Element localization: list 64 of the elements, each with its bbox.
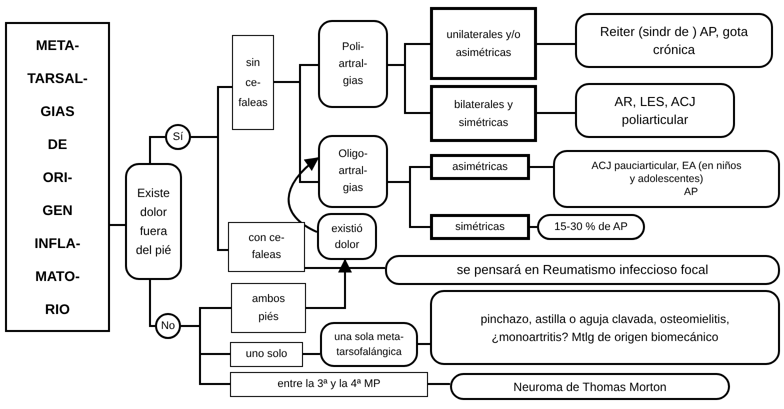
process-box — [430, 7, 537, 80]
connector-line — [388, 64, 430, 114]
process-box — [430, 85, 537, 142]
node-text: bilaterales y simétricas — [453, 98, 514, 130]
arrow — [288, 157, 320, 233]
arrow — [306, 258, 352, 309]
rounded-box — [450, 373, 730, 400]
rounded-box — [430, 290, 780, 365]
rounded-box — [537, 214, 645, 240]
node-text: con ce- faleas — [247, 231, 286, 263]
node-text: simétricas — [455, 220, 505, 235]
connector-line — [303, 353, 320, 355]
rounded-box — [575, 83, 735, 138]
connector-line — [191, 136, 228, 251]
process-box — [231, 283, 306, 333]
connector-line — [418, 343, 430, 345]
connector-line — [274, 81, 318, 183]
rounded-box — [317, 213, 377, 260]
process-box — [230, 342, 303, 367]
process-box — [230, 372, 428, 397]
node-text: Poli- artral- gias — [338, 40, 368, 88]
rounded-box — [318, 20, 388, 108]
connector-line — [110, 224, 125, 226]
rounded-box — [320, 322, 418, 367]
rounded-box — [318, 135, 388, 208]
node-text: 15-30 % de AP — [554, 220, 628, 235]
connector-line — [530, 166, 553, 168]
process-box — [228, 222, 305, 272]
connector-line — [305, 267, 385, 269]
title-box — [5, 22, 110, 332]
node-text: AP — [682, 186, 699, 198]
process-box — [430, 154, 530, 180]
node-text: se pensará en Reumatismo infeccioso focal — [456, 261, 708, 280]
connector-line — [149, 280, 155, 327]
rounded-box — [553, 150, 780, 208]
node-text: existió dolor — [331, 222, 363, 252]
node-text: una sola meta- tarsofalángica — [333, 330, 405, 360]
node-text: Oligo- artral- gias — [338, 147, 368, 196]
process-box — [232, 35, 274, 130]
node-text: Sí — [172, 130, 184, 145]
node-text: ACJ pauciarticular, EA (en niños y adolescentes) — [592, 160, 742, 186]
node-text: ambos piés — [252, 292, 286, 325]
connector-line — [149, 136, 165, 163]
node-text: entre la 3ª y la 4ª MP — [278, 377, 380, 392]
node-text: pinchazo, astilla o aguja clavada, osteomielitis, ¿monoartritis? Mtlg de origen biomecánico — [480, 310, 730, 346]
node-text: unilaterales y/o asimétricas — [446, 28, 522, 60]
node-text: uno solo — [246, 347, 288, 362]
node-text: AR, LES, ACJ poliarticular — [614, 92, 696, 128]
node-text: Neuroma de Thomas Morton — [513, 378, 667, 396]
connector-line — [537, 43, 575, 45]
connector-line — [537, 112, 575, 114]
rounded-box — [385, 255, 780, 285]
node-text: No — [160, 318, 176, 334]
node-text: Existe dolor fuera del pié — [134, 184, 172, 258]
connector-line — [428, 383, 450, 385]
rounded-box — [575, 13, 773, 68]
connector-line — [530, 226, 537, 228]
node-text: META- TARSAL- GIAS DE ORI- GEN INFLA- MATO- RIO — [27, 36, 88, 318]
node-text: asimétricas — [452, 160, 508, 175]
connector-line — [388, 181, 430, 228]
process-box — [430, 214, 530, 240]
node-text: Reiter (sindr de ) AP, gota crónica — [599, 22, 749, 58]
rounded-box — [125, 163, 182, 280]
node-text: sin ce- faleas — [238, 56, 268, 110]
